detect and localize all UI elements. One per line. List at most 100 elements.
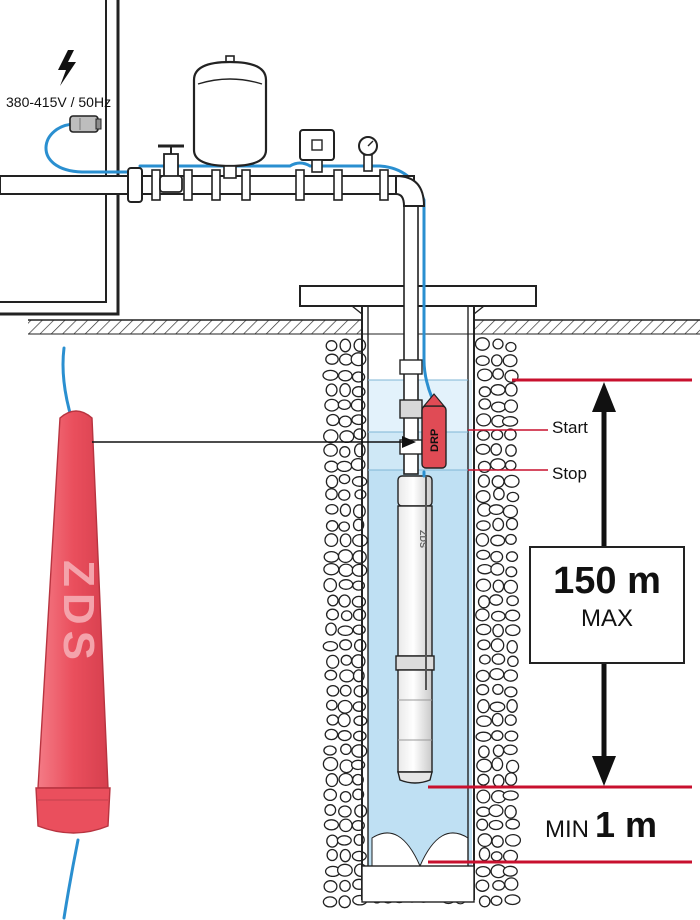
gravel-stone bbox=[352, 730, 367, 742]
gravel-stone bbox=[506, 639, 518, 654]
lightning-icon bbox=[58, 50, 76, 86]
max-depth-value: 150 m bbox=[553, 560, 661, 602]
gravel-stone bbox=[488, 819, 504, 831]
gravel-stone bbox=[504, 382, 518, 397]
gravel-stone bbox=[505, 624, 521, 637]
gravel-stone bbox=[337, 712, 351, 728]
gravel-stone bbox=[490, 562, 505, 576]
gravel-stone bbox=[504, 730, 519, 742]
gravel-stone bbox=[478, 895, 491, 908]
gravel-stone bbox=[476, 429, 490, 441]
gravel-stone bbox=[501, 416, 519, 427]
gravel-stone bbox=[490, 638, 505, 653]
gravel-stone bbox=[478, 654, 491, 665]
gravel-stone bbox=[489, 667, 505, 681]
gravel-stone bbox=[323, 443, 338, 457]
gravel-stone bbox=[337, 730, 352, 742]
gravel-stone bbox=[475, 532, 490, 547]
gravel-stone bbox=[337, 699, 353, 714]
gravel-stone bbox=[476, 520, 491, 531]
float-switch: ZDS bbox=[35, 410, 111, 834]
gravel-stone bbox=[337, 489, 351, 501]
gravel-stone bbox=[338, 895, 351, 909]
gravel-stone bbox=[490, 354, 503, 367]
voltage-label: 380-415V / 50Hz bbox=[6, 94, 112, 110]
gravel-stone bbox=[339, 338, 352, 353]
pump-brand: ZDS bbox=[418, 530, 428, 548]
gravel-stone bbox=[354, 804, 368, 818]
gravel-stone bbox=[339, 848, 351, 863]
gravel-stone bbox=[351, 386, 366, 398]
gravel-stone bbox=[490, 851, 503, 862]
gravel-stone bbox=[491, 730, 504, 742]
gravel-stone bbox=[326, 848, 338, 862]
gravel-stone bbox=[352, 624, 366, 635]
gravel-stone bbox=[352, 773, 364, 786]
gravel-stone bbox=[338, 563, 354, 577]
gravel-stone bbox=[325, 699, 338, 711]
gravel-stone bbox=[323, 788, 338, 802]
gravel-stone bbox=[477, 460, 492, 474]
gravel-stone bbox=[352, 550, 367, 564]
ground bbox=[28, 319, 700, 335]
gravel-stone bbox=[503, 669, 519, 682]
gravel-stone bbox=[325, 474, 339, 489]
gravel-stone bbox=[326, 413, 340, 427]
gravel-stone bbox=[488, 504, 504, 516]
gravel-stone bbox=[351, 476, 368, 487]
gravel-stone bbox=[353, 443, 366, 458]
gravel-stone bbox=[339, 446, 351, 458]
max-depth-box: 150 m MAX bbox=[529, 546, 685, 664]
gravel-stone bbox=[505, 551, 519, 563]
gravel-stone bbox=[325, 340, 338, 352]
gravel-stone bbox=[323, 577, 338, 593]
gravel-stone bbox=[336, 835, 352, 846]
gravel-stone bbox=[503, 579, 519, 594]
gravel-stone bbox=[322, 896, 338, 908]
gravel-stone bbox=[491, 835, 504, 848]
gravel-stone bbox=[492, 338, 504, 350]
gravel-stone bbox=[353, 639, 367, 652]
gravel-stone bbox=[506, 699, 518, 713]
gravel-stone bbox=[507, 655, 519, 668]
gravel-stone bbox=[489, 701, 506, 713]
gravel-stone bbox=[505, 517, 519, 531]
gravel-stone bbox=[339, 790, 352, 803]
gravel-stone bbox=[339, 684, 352, 697]
gravel-stone bbox=[477, 773, 490, 786]
gravel-stone bbox=[325, 353, 339, 365]
gravel-stone bbox=[353, 428, 367, 440]
pressure-gauge-icon bbox=[358, 136, 378, 172]
pressure-switch bbox=[299, 129, 335, 173]
gravel-stone bbox=[326, 714, 339, 726]
gravel-stone bbox=[476, 818, 489, 831]
gravel-stone bbox=[504, 877, 519, 891]
gravel-stone bbox=[339, 759, 354, 774]
gravel-stone bbox=[491, 653, 506, 665]
gravel-stone bbox=[490, 550, 504, 563]
gravel-stone bbox=[339, 639, 353, 651]
stop-level-label: Stop bbox=[552, 464, 587, 483]
gravel-stone bbox=[504, 686, 518, 698]
gravel-stone bbox=[503, 399, 519, 413]
gravel-stone bbox=[490, 401, 507, 413]
gravel-stone bbox=[325, 383, 338, 397]
min-caption: MIN bbox=[545, 816, 589, 843]
gravel-stone bbox=[338, 521, 351, 532]
gravel-stone bbox=[505, 759, 520, 774]
gravel-stone bbox=[337, 399, 352, 411]
gravel-stone bbox=[338, 805, 352, 818]
gravel-stone bbox=[340, 610, 353, 622]
gravel-stone bbox=[504, 609, 521, 622]
gravel-stone bbox=[476, 758, 493, 773]
gravel-stone bbox=[504, 428, 517, 441]
gravel-stone bbox=[352, 701, 367, 712]
gravel-stone bbox=[505, 566, 518, 578]
gravel-stone bbox=[338, 579, 354, 590]
gravel-stone bbox=[490, 895, 503, 907]
gravel-stone bbox=[504, 460, 517, 471]
min-value: 1 m bbox=[595, 804, 658, 845]
submersible-pump: ZDS bbox=[395, 475, 435, 784]
